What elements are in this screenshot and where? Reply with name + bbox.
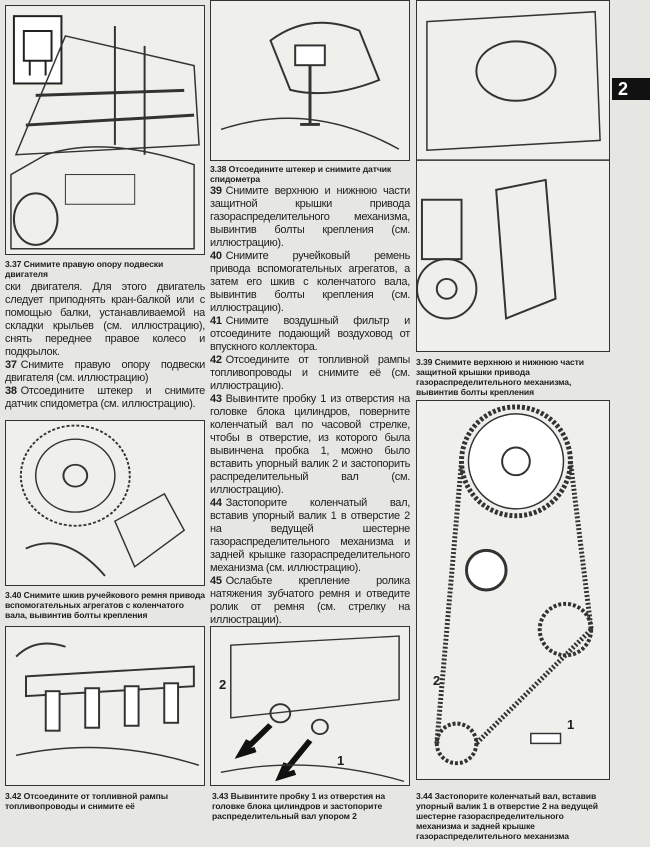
figure-3-39-timing-cover: [416, 0, 610, 352]
callout-2: 2: [219, 677, 227, 692]
callout-2: 2: [433, 673, 441, 688]
fuel-rail-illustration: [15, 642, 200, 766]
figure-3-44-timing-belt: 2 1: [416, 400, 610, 780]
figure-3-43-cylinder-head: 2 1: [210, 626, 410, 786]
timing-belt-illustration: [434, 404, 594, 766]
figure-3-43-caption: 3.43 Вывинтите пробку 1 из отверстия на …: [212, 791, 386, 821]
figure-3-40-pulley: [5, 420, 205, 586]
pulley-illustration: [19, 424, 186, 577]
section-tab: 2: [612, 78, 650, 100]
figure-3-44-caption: 3.44 Застопорите коленчатый вал, вставив…: [416, 791, 598, 841]
figure-3-42-caption: 3.42 Отсоедините от топливной рампы топл…: [5, 791, 169, 811]
figure-3-42-fuel-rail: [5, 626, 205, 786]
speedometer-sensor-illustration: [220, 21, 400, 150]
figure-3-37-engine-bay-crane: [5, 5, 205, 255]
engine-bay-illustration: [10, 15, 200, 250]
cylinder-head-illustration: [220, 635, 405, 783]
timing-cover-illustration: [417, 10, 609, 320]
intro-paragraph: ски двигателя. Для этого двигатель следу…: [5, 281, 205, 358]
figure-3-38-caption: 3.38 Отсоедините штекер и снимите датчик…: [210, 164, 392, 184]
callout-1: 1: [567, 717, 575, 732]
figure-3-40-caption: 3.40 Снимите шкив ручейкового ремня прив…: [5, 590, 205, 620]
figure-3-37-caption: 3.37 Снимите правую опору подвески двига…: [5, 259, 164, 279]
left-column-text: ски двигателя. Для этого двигатель следу…: [5, 281, 205, 411]
figure-3-39-caption: 3.39 Снимите верхнюю и нижнюю части защи…: [416, 357, 584, 397]
callout-1: 1: [337, 753, 345, 768]
figure-3-38-speedometer-sensor: [210, 0, 410, 161]
